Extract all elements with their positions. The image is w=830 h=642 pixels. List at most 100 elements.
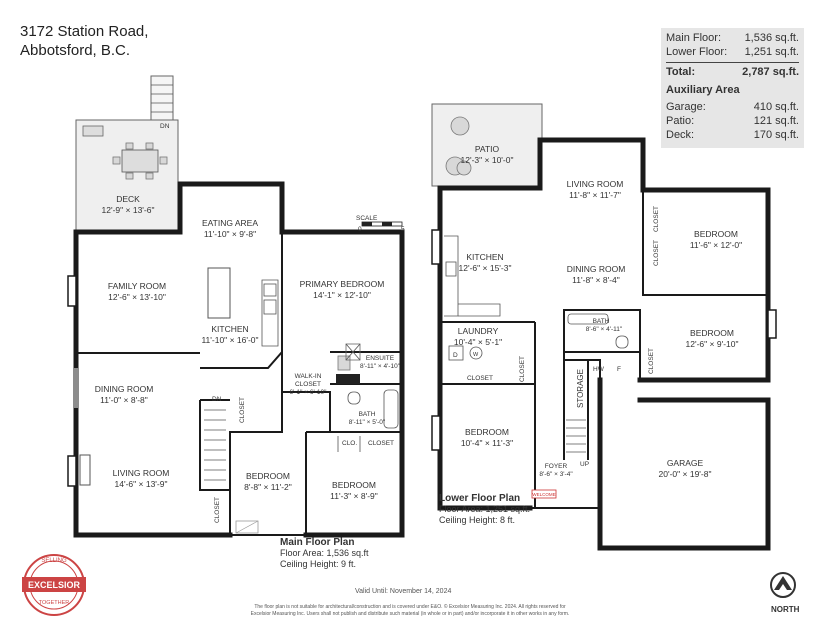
main-floor-caption: Main Floor Plan Floor Area: 1,536 sq.ft … <box>280 537 369 570</box>
summary-auxiliary-title: Auxiliary Area <box>666 84 740 96</box>
main-floor-height: Ceiling Height: 9 ft. <box>280 559 357 569</box>
lower-closet-5: CLOSET <box>519 356 526 382</box>
main-family-name: FAMILY ROOM <box>108 281 166 291</box>
lower-dining-dim: 11'-8" × 8'-4" <box>572 275 620 285</box>
lower-patio-name: PATIO <box>475 144 500 154</box>
main-closet-a: CLOSET <box>239 397 246 423</box>
window-family <box>67 275 77 307</box>
main-eating-name: EATING AREA <box>202 218 258 228</box>
main-bedroom1-name: BEDROOM <box>246 471 290 481</box>
lower-kitchen-counter <box>444 235 459 317</box>
lower-washer-label: W <box>473 352 479 358</box>
window-living <box>67 455 77 487</box>
lower-living-dim: 11'-8" × 11'-7" <box>569 190 621 200</box>
lower-floor-area: Floor Area: 1,251 sq.ft. <box>439 504 531 514</box>
welcome-mat-text: WELCOME <box>532 492 555 497</box>
lower-closet-2: CLOSET <box>653 206 660 232</box>
area-summary-box: Main Floor:1,536 sq.ft. Lower Floor:1,25… <box>661 28 804 148</box>
main-floor-title: Main Floor Plan <box>280 537 355 548</box>
main-bedroom2-dim: 11'-3" × 8'-9" <box>330 491 378 501</box>
scale-end: 5 <box>401 226 405 233</box>
main-floor-plan: SCALE 0 5 DN DECK 12'-9" × 13'-6" EATING… <box>67 75 405 538</box>
lower-laundry-name: LAUNDRY <box>458 326 499 336</box>
logo-bottom-text: TOGETHER <box>39 600 69 606</box>
scale-start: 0 <box>358 226 362 233</box>
main-kitchen-dim: 11'-10" × 16'-0" <box>201 335 258 345</box>
main-primary-dim: 14'-1" × 12'-10" <box>313 290 371 300</box>
main-living-name: LIVING ROOM <box>113 468 170 478</box>
main-deck-dim: 12'-9" × 13'-6" <box>102 205 155 215</box>
lower-floor-height: Ceiling Height: 8 ft. <box>439 515 516 525</box>
lower-patio-dim: 12'-3" × 10'-0" <box>461 155 514 165</box>
main-exterior-wall-west <box>73 181 233 538</box>
lower-garage-dim: 20'-0" × 19'-8" <box>659 469 712 479</box>
main-floor-area: Floor Area: 1,536 sq.ft <box>280 548 369 558</box>
main-exterior-wall-east <box>177 181 405 538</box>
summary-patio: Patio:121 sq.ft. <box>666 115 799 127</box>
wall-walkin <box>282 391 331 432</box>
deck-stairs <box>150 75 174 121</box>
ensuite-sink <box>337 355 351 371</box>
lower-laundry-dim: 10'-4" × 5'-1" <box>454 337 502 347</box>
main-stairs <box>204 409 226 481</box>
summary-total: Total:2,787 sq.ft. <box>666 66 799 78</box>
lower-closet-1: CLOSET <box>467 375 493 382</box>
lower-bedroom-c-name: BEDROOM <box>465 427 509 437</box>
main-walkin-name: WALK-IN <box>295 373 322 380</box>
main-primary-name: PRIMARY BEDROOM <box>300 279 385 289</box>
lower-dryer-label: D <box>453 352 458 359</box>
lower-f-label: F <box>617 366 621 373</box>
disclaimer: The floor plan is not suitable for archi… <box>210 604 610 618</box>
north-label: NORTH <box>771 605 800 614</box>
wall-bedroom-a <box>642 190 768 296</box>
main-kitchen-name: KITCHEN <box>211 324 248 334</box>
deck-lounger <box>82 125 104 137</box>
main-living-dim: 14'-6" × 13'-9" <box>115 479 168 489</box>
kitchen-island <box>207 267 231 319</box>
summary-main-floor: Main Floor:1,536 sq.ft. <box>666 32 799 44</box>
lower-floor-title: Lower Floor Plan <box>439 493 521 504</box>
address-line-2: Abbotsford, B.C. <box>20 42 131 59</box>
main-bath-name: BATH <box>359 411 376 418</box>
summary-divider <box>666 62 799 63</box>
main-family-dim: 12'-6" × 13'-10" <box>108 292 166 302</box>
lower-closet-4: CLOSET <box>648 348 655 374</box>
deck-dn-label: DN <box>160 123 170 130</box>
lower-bedroom-b-dim: 12'-6" × 9'-10" <box>686 339 739 349</box>
lower-exterior-north <box>437 137 771 298</box>
lower-bedroom-a-name: BEDROOM <box>694 229 738 239</box>
wall-storage <box>564 359 601 380</box>
main-stairs-dn: DN <box>212 396 222 403</box>
main-ensuite-name: ENSUITE <box>366 355 395 362</box>
main-deck-name: DECK <box>116 194 140 204</box>
lower-bedroom-c-dim: 10'-4" × 11'-3" <box>461 438 513 448</box>
excelsior-logo: SELLING EXCELSIOR TOGETHER <box>22 554 86 616</box>
summary-deck: Deck:170 sq.ft. <box>666 129 799 141</box>
lower-storage-label: STORAGE <box>576 369 585 408</box>
bathtub <box>383 389 399 429</box>
toilet <box>347 391 361 405</box>
lower-bath-name: BATH <box>593 318 610 325</box>
lower-foyer-name: FOYER <box>545 463 568 470</box>
main-ensuite-dim: 8'-11" × 4'-10" <box>360 363 401 370</box>
disclaimer-line-1: The floor plan is not suitable for archi… <box>254 604 566 610</box>
lower-kitchen-dim: 12'-6" × 15'-3" <box>459 263 512 273</box>
main-walkin-dim: 6'-1" × 6'-10" <box>290 389 328 396</box>
main-bedroom2-name: BEDROOM <box>332 480 376 490</box>
valid-until: Valid Until: November 14, 2024 <box>355 588 452 595</box>
kitchen-counter <box>261 279 279 347</box>
ensuite-fixture <box>336 374 360 384</box>
main-walkin-name2: CLOSET <box>295 381 321 388</box>
lower-closet-3: CLOSET <box>653 240 660 266</box>
property-address: 3172 Station Road, Abbotsford, B.C. <box>20 22 148 60</box>
lower-floor-plan: WELCOME PATIO 12'-3" × 10'-0" LIVING ROO… <box>431 103 777 551</box>
main-clo: CLO. <box>342 440 357 447</box>
main-dining-name: DINING ROOM <box>95 384 154 394</box>
lower-floor-caption: Lower Floor Plan Floor Area: 1,251 sq.ft… <box>439 493 530 526</box>
lower-bedroom-a-dim: 11'-6" × 12'-0" <box>690 240 742 250</box>
lower-foyer-dim: 8'-6" × 3'-4" <box>539 471 573 478</box>
lower-living-name: LIVING ROOM <box>567 179 624 189</box>
lower-garage-name: GARAGE <box>667 458 704 468</box>
main-eating-dim: 11'-10" × 9'-8" <box>204 229 256 239</box>
